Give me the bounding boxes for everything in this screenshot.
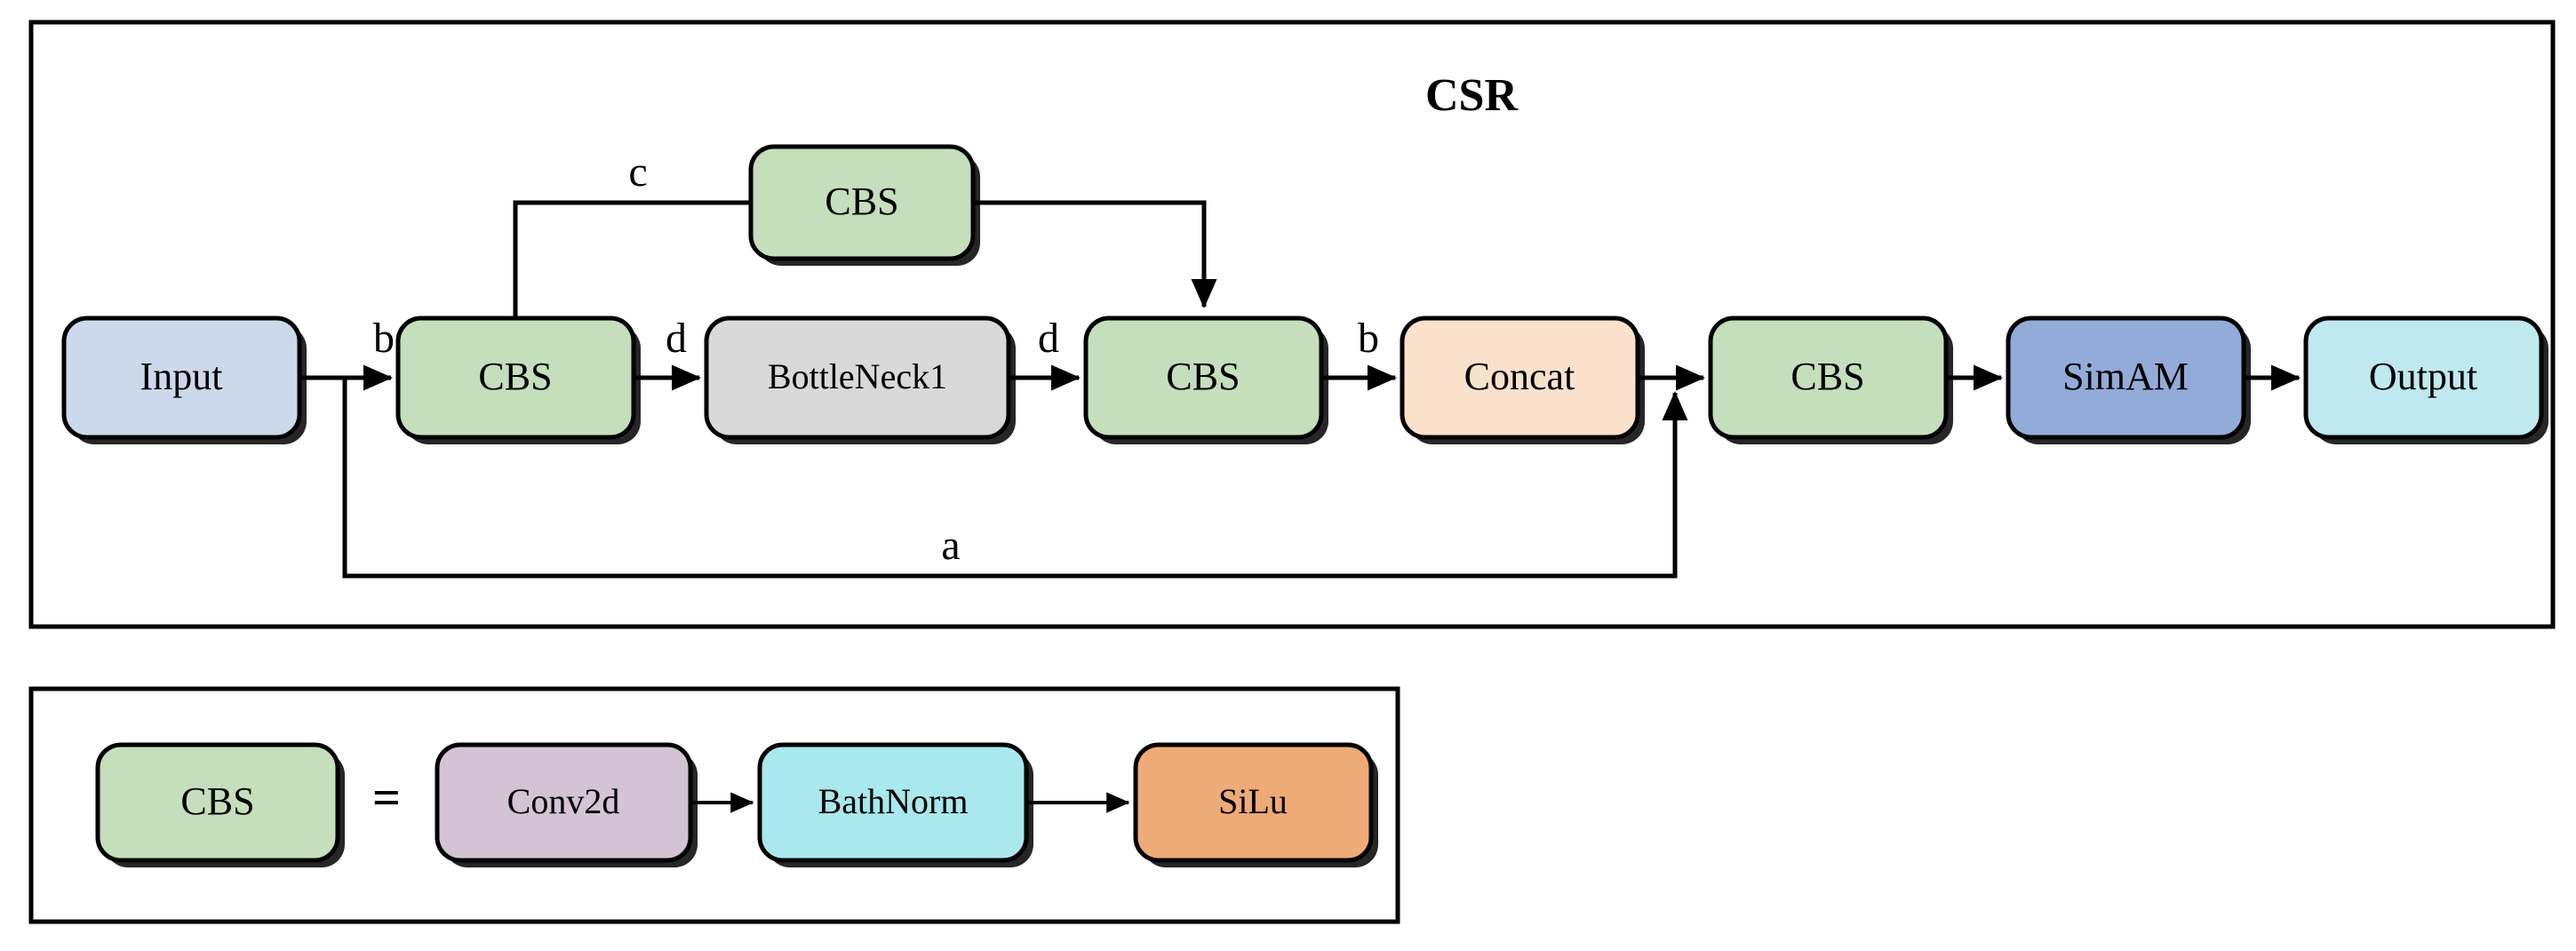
- node-cbs3-label: CBS: [1790, 355, 1864, 398]
- node-cbs-branch[interactable]: CBS: [748, 144, 980, 266]
- node-input[interactable]: Input: [61, 316, 307, 444]
- legend-node-conv2d[interactable]: Conv2d: [435, 742, 698, 867]
- node-concat-label: Concat: [1464, 355, 1575, 398]
- node-cbs3[interactable]: CBS: [1708, 316, 1953, 444]
- node-bottleneck1-label: BottleNeck1: [768, 356, 947, 396]
- legend-equals-sign: =: [372, 771, 401, 826]
- node-input-label: Input: [140, 355, 223, 398]
- legend-node-cbs[interactable]: CBS: [95, 742, 345, 867]
- edge-label-a-1: a: [941, 522, 960, 569]
- edge-label-d-2: d: [1038, 315, 1059, 362]
- edge-branch-c-right: [973, 200, 1217, 309]
- node-cbs2[interactable]: CBS: [1083, 316, 1328, 444]
- node-cbs1[interactable]: CBS: [395, 316, 641, 444]
- legend-node-silu[interactable]: SiLu: [1133, 742, 1378, 867]
- page-title: CSR: [1425, 70, 1519, 121]
- node-simam[interactable]: SimAM: [2006, 316, 2251, 444]
- node-concat[interactable]: Concat: [1400, 316, 1645, 444]
- edge-label-c-1: c: [628, 148, 647, 196]
- legend-node-bathnorm-label: BathNorm: [818, 781, 969, 821]
- legend-node-cbs-label: CBS: [180, 779, 254, 823]
- edge-label-b-1: b: [373, 315, 395, 362]
- node-output[interactable]: Output: [2303, 316, 2548, 444]
- node-cbs1-label: CBS: [478, 355, 552, 398]
- node-cbs-branch-label: CBS: [825, 180, 898, 223]
- edge-label-b-2: b: [1358, 315, 1379, 362]
- edge-branch-c-left: [513, 200, 751, 318]
- legend-node-silu-label: SiLu: [1218, 781, 1288, 821]
- legend-node-bathnorm[interactable]: BathNorm: [757, 742, 1033, 867]
- node-output-label: Output: [2369, 355, 2477, 398]
- edge-label-d-1: d: [666, 315, 687, 362]
- node-cbs2-label: CBS: [1166, 355, 1240, 398]
- legend-node-conv2d-label: Conv2d: [507, 781, 620, 821]
- node-simam-label: SimAM: [2062, 355, 2189, 398]
- node-bottleneck1[interactable]: BottleNeck1: [704, 316, 1016, 444]
- edge-branch-a-bypass: [342, 378, 1688, 579]
